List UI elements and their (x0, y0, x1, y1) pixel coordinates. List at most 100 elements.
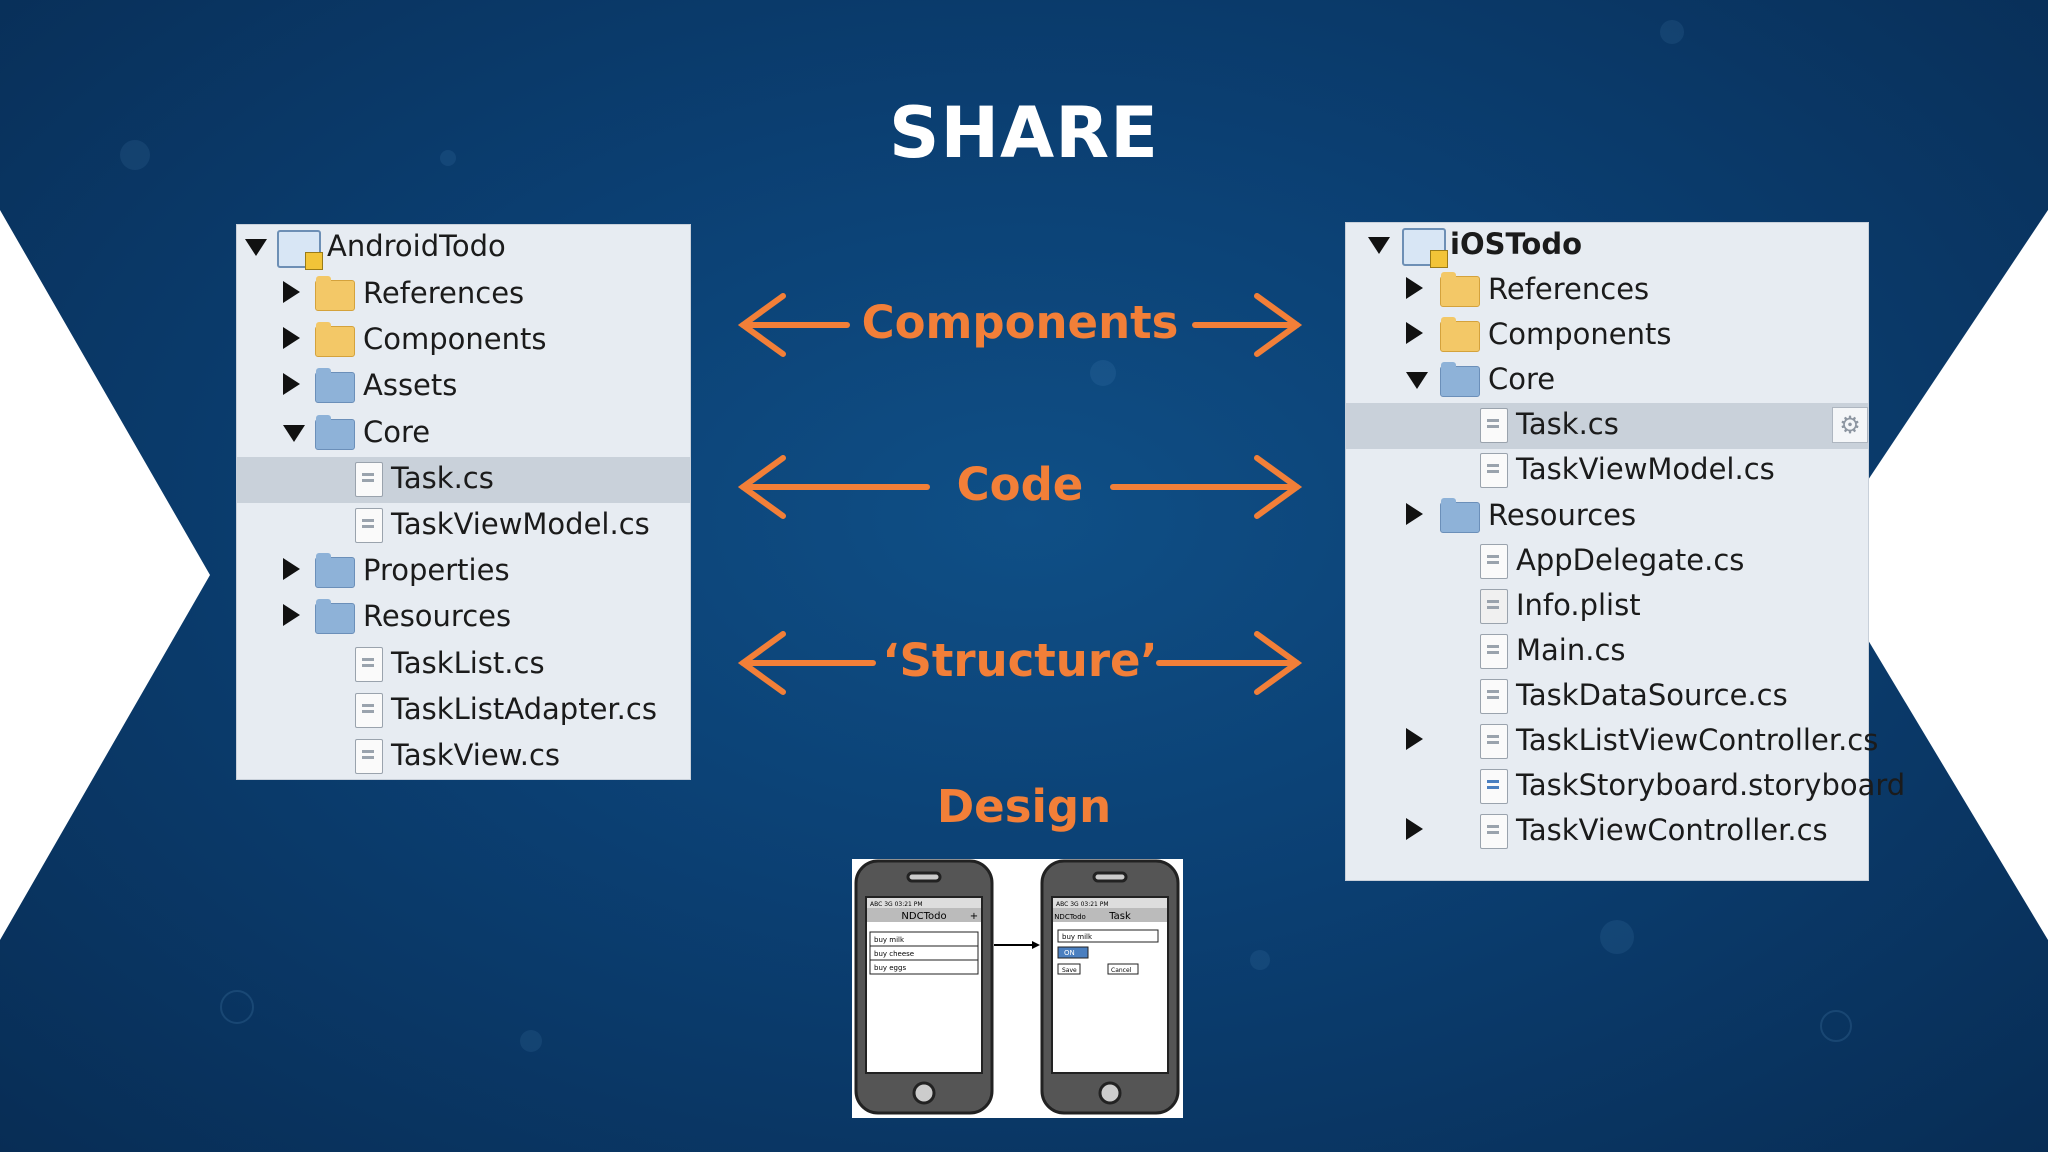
collapsed-arrow-icon[interactable] (283, 558, 300, 581)
bokeh-dot (1090, 360, 1116, 386)
phone-1 (854, 859, 994, 1115)
tree-row[interactable]: Resources (237, 595, 690, 641)
file-icon (1480, 453, 1508, 489)
components-double-arrow (737, 293, 1303, 357)
tree-row[interactable]: References (1346, 268, 1868, 314)
tree-row-project[interactable]: iOSTodo (1346, 223, 1868, 269)
bokeh-dot (520, 1030, 542, 1052)
folder-icon (315, 599, 355, 635)
tree-row[interactable]: TaskView.cs (237, 734, 690, 780)
expanded-arrow-icon[interactable] (1406, 372, 1428, 390)
folder-icon (315, 553, 355, 589)
tree-row[interactable]: TaskListViewController.cs (1346, 719, 1878, 765)
components-label: Components (861, 296, 1179, 349)
project-name: AndroidTodo (327, 229, 506, 263)
tree-row[interactable]: Resources (1346, 494, 1868, 540)
tree-item-label: TaskViewController.cs (1516, 813, 1828, 848)
bokeh-dot (1660, 20, 1684, 44)
tree-row[interactable]: TaskDataSource.cs (1346, 674, 1868, 720)
expand-arrow-icon[interactable] (245, 239, 267, 256)
plist-file-icon (1480, 588, 1508, 624)
tree-row[interactable]: TaskStoryboard.storyboard (1346, 764, 1905, 810)
tree-row[interactable]: Task.cs (237, 456, 690, 503)
code-label: Code (956, 458, 1084, 511)
tree-row[interactable]: Task.cs ⚙ (1346, 403, 1868, 450)
bokeh-ring (220, 990, 254, 1024)
gear-icon[interactable]: ⚙ (1832, 407, 1868, 444)
collapsed-arrow-icon[interactable] (1406, 728, 1423, 750)
expand-arrow-icon[interactable] (1368, 237, 1390, 254)
phone-wireframes: ABC 3G 03:21 PM NDCTodo + buy milk buy c… (854, 859, 1180, 1115)
list-item: buy eggs (874, 964, 906, 972)
tree-item-label: TaskView.cs (391, 738, 561, 772)
tree-item-label: Core (1488, 362, 1556, 397)
folder-icon (1440, 317, 1480, 353)
tree-row[interactable]: Components (237, 318, 690, 364)
list-item: buy cheese (874, 950, 914, 958)
screen1-title: NDCTodo (901, 911, 946, 922)
design-label: Design (936, 780, 1112, 833)
tree-row[interactable]: TaskViewModel.cs (237, 503, 690, 549)
collapsed-arrow-icon[interactable] (1406, 818, 1423, 841)
folder-icon (315, 368, 355, 404)
list-item: buy milk (874, 936, 905, 944)
file-icon (1480, 633, 1508, 669)
slide-title: SHARE (889, 92, 1159, 174)
file-icon (355, 646, 383, 682)
toggle-label: ON (1064, 949, 1075, 957)
tree-row[interactable]: Assets (237, 364, 690, 410)
project-icon (1402, 228, 1448, 268)
file-icon (355, 739, 383, 774)
tree-row[interactable]: Core (1346, 358, 1868, 404)
tree-row[interactable]: TaskViewController.cs (1346, 809, 1868, 855)
add-button: + (970, 911, 978, 922)
collapsed-arrow-icon[interactable] (283, 373, 300, 396)
tree-item-label: TaskListViewController.cs (1516, 723, 1879, 757)
file-icon (1480, 814, 1508, 850)
file-icon (355, 508, 383, 543)
tree-item-label: Properties (363, 553, 510, 588)
tree-item-label: TaskViewModel.cs (391, 507, 650, 541)
collapsed-arrow-icon[interactable] (1406, 277, 1423, 299)
status-bar-text: ABC 3G 03:21 PM (1056, 901, 1109, 908)
tree-row[interactable]: Components (1346, 313, 1868, 359)
tree-row-project[interactable]: AndroidTodo (237, 225, 690, 271)
tree-item-label: References (363, 276, 525, 310)
folder-icon (1440, 362, 1480, 398)
tree-item-label: Main.cs (1516, 632, 1626, 667)
tree-row[interactable]: TaskListAdapter.cs (237, 688, 690, 734)
collapsed-arrow-icon[interactable] (283, 604, 300, 627)
tree-item-label: Task.cs (391, 460, 494, 495)
tree-row[interactable]: Properties (237, 549, 690, 595)
expanded-arrow-icon[interactable] (283, 424, 305, 442)
tree-item-label: Task.cs (1516, 407, 1619, 442)
tree-row[interactable]: Info.plist (1346, 584, 1868, 630)
tree-row[interactable]: Main.cs (1346, 629, 1868, 675)
file-icon (355, 461, 383, 497)
tree-row[interactable]: AppDelegate.cs (1346, 539, 1868, 585)
tree-item-label: References (1488, 272, 1650, 306)
code-double-arrow (737, 455, 1303, 519)
tree-item-label: TaskStoryboard.storyboard (1516, 768, 1906, 803)
collapsed-arrow-icon[interactable] (283, 327, 300, 350)
cancel-button: Cancel (1111, 967, 1132, 974)
tree-row[interactable]: Core (237, 411, 690, 457)
status-bar-text: ABC 3G 03:21 PM (870, 901, 923, 908)
file-icon (355, 692, 383, 728)
task-field: buy milk (1062, 933, 1093, 941)
phone-2 (1040, 859, 1180, 1115)
save-button: Save (1062, 967, 1077, 974)
screen2-title: Task (1108, 911, 1131, 922)
tree-row[interactable]: References (237, 272, 690, 318)
project-icon (277, 230, 323, 270)
structure-double-arrow (737, 631, 1303, 695)
bokeh-dot (1600, 920, 1634, 954)
tree-row[interactable]: TaskList.cs (237, 642, 690, 688)
tree-item-label: AppDelegate.cs (1516, 542, 1745, 577)
bokeh-dot (440, 150, 456, 166)
collapsed-arrow-icon[interactable] (1406, 502, 1423, 525)
collapsed-arrow-icon[interactable] (283, 281, 300, 303)
collapsed-arrow-icon[interactable] (1406, 322, 1423, 345)
tree-row[interactable]: TaskViewModel.cs (1346, 448, 1868, 494)
